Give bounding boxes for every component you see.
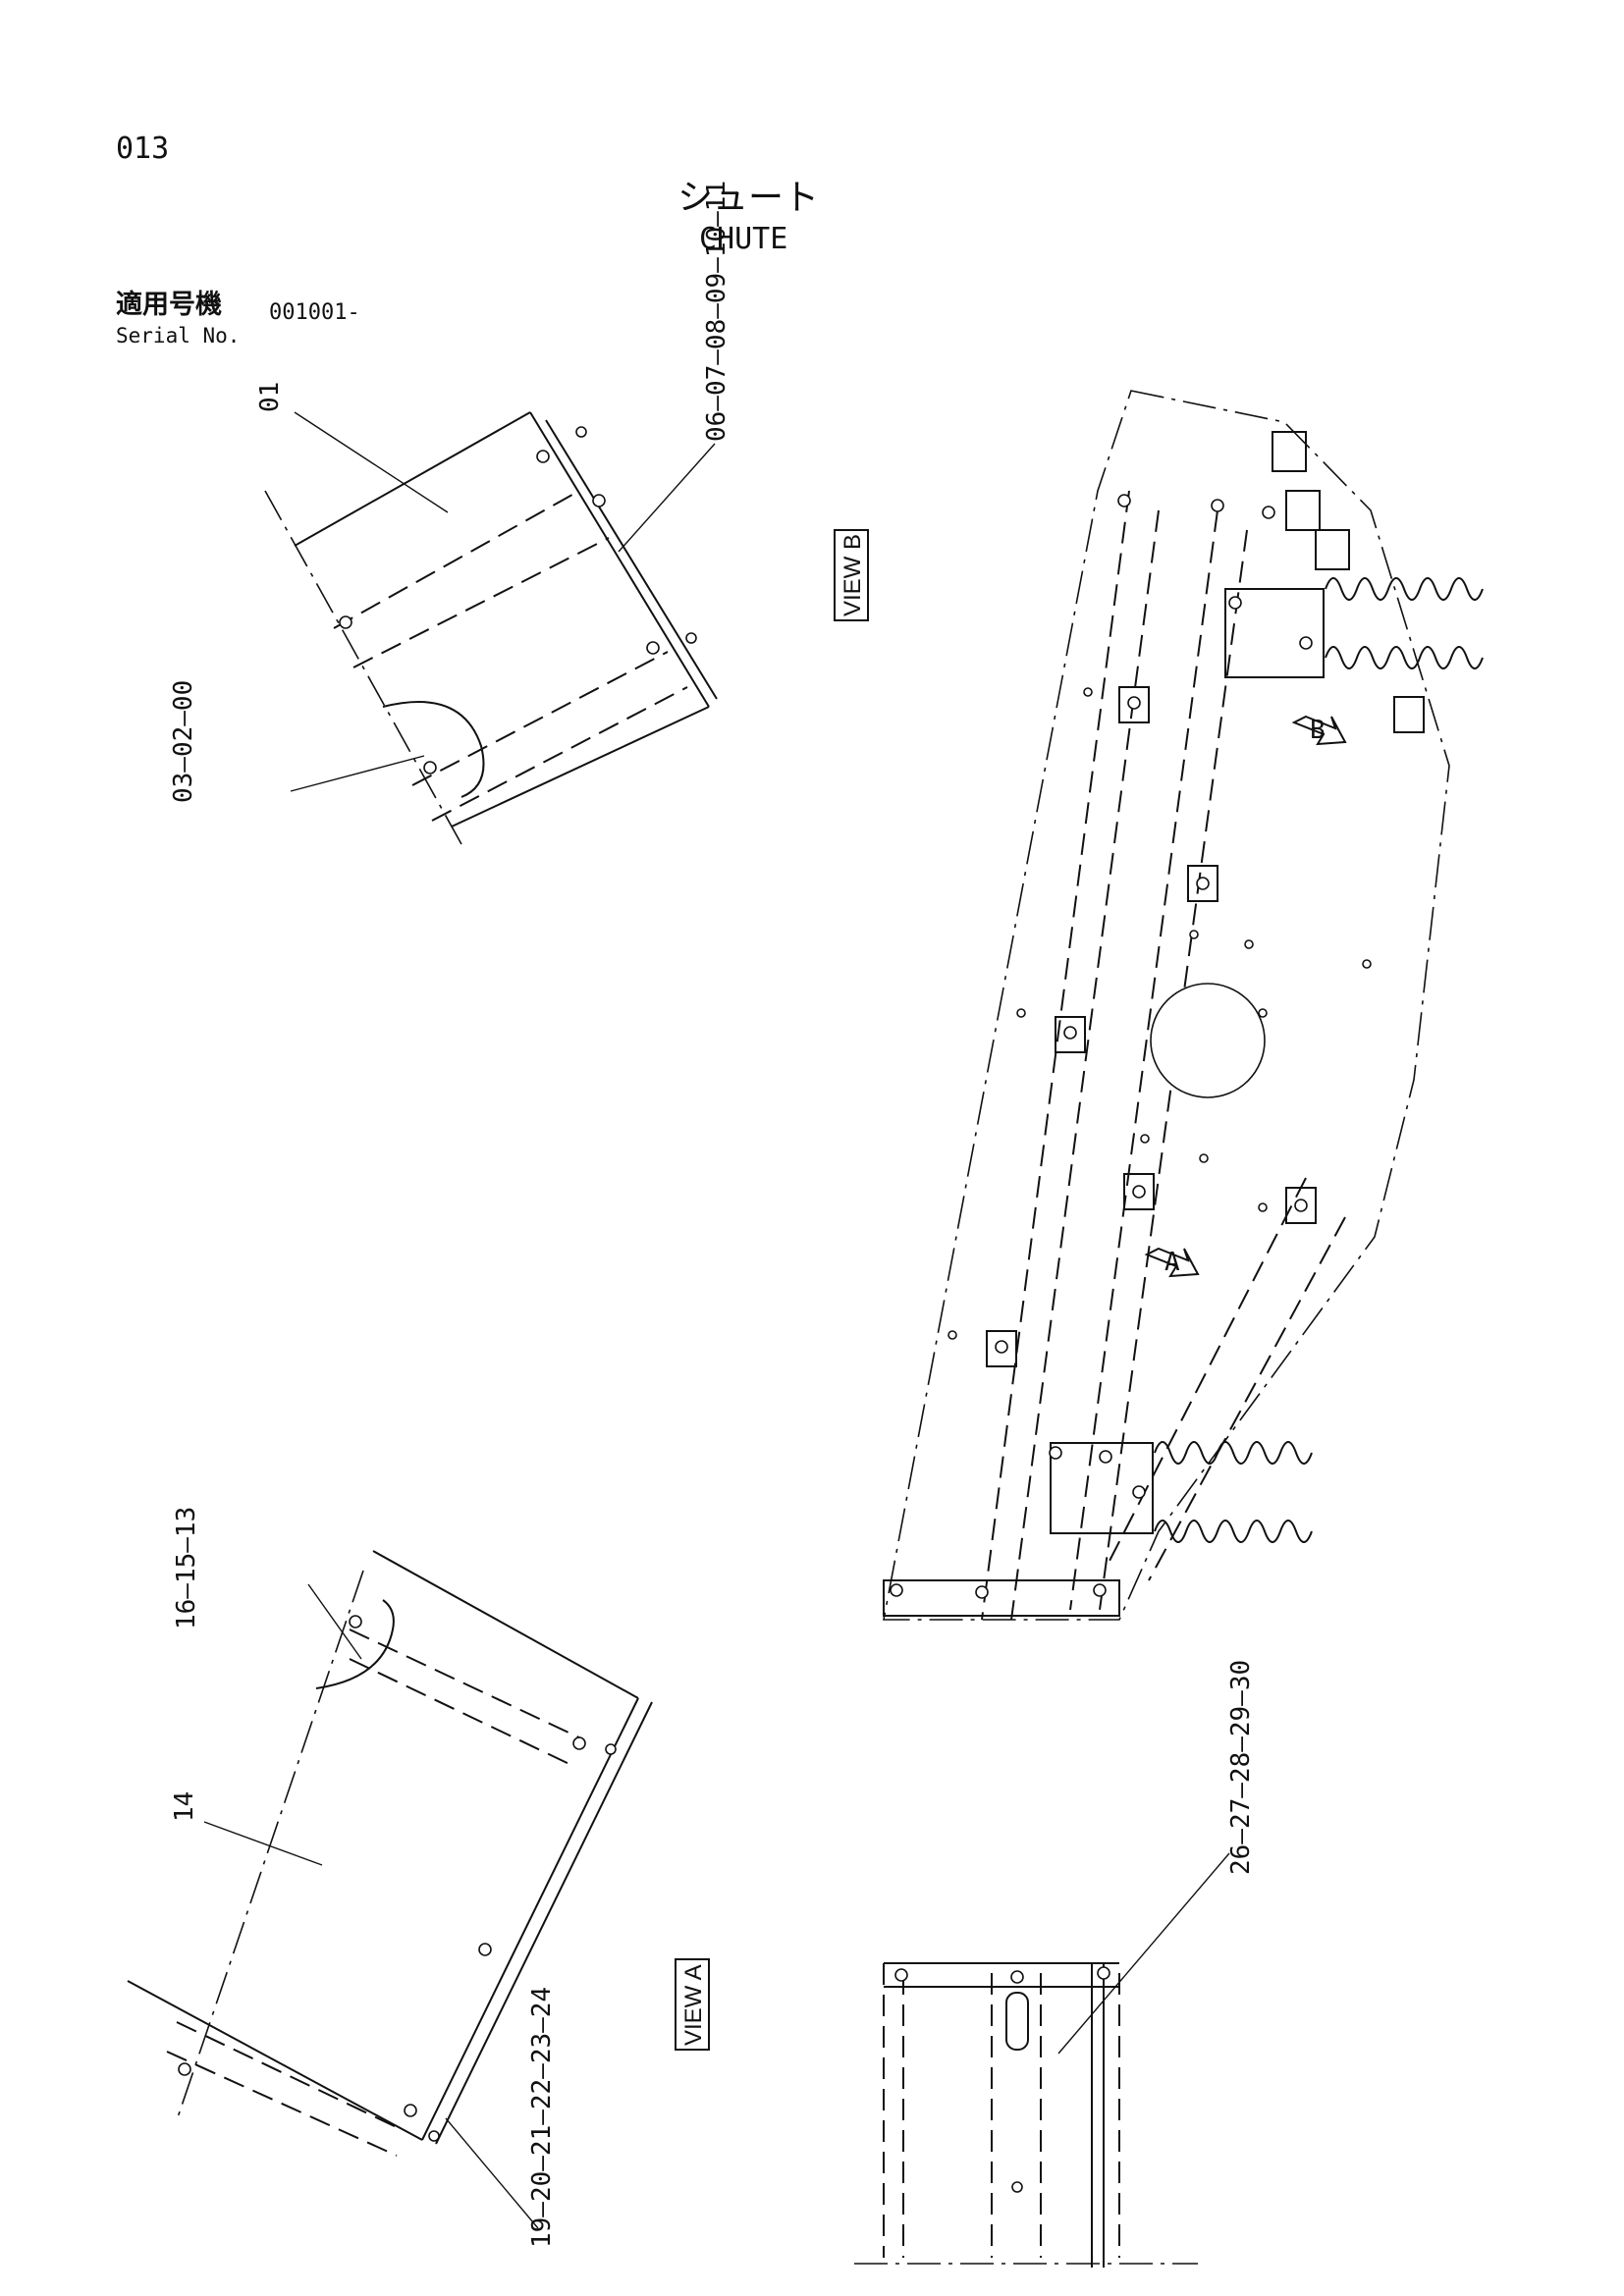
page-number: 013 <box>116 132 170 166</box>
callout-06-11: 06—07—08—09—10—11 <box>702 181 731 442</box>
view-b-label: VIEW B <box>834 529 869 621</box>
flow-arrow-b: B <box>1291 715 1347 746</box>
serial-number-value: 001001- <box>269 300 360 325</box>
page-title-japanese: シュート <box>677 178 820 218</box>
callout-19-24: 19—20—21—22—23—24 <box>527 1987 557 2248</box>
callout-26-30: 26—27—28—29—30 <box>1226 1660 1256 1875</box>
chute-main-body <box>883 390 1484 1621</box>
callout-13-16: 16—15—13 <box>172 1507 201 1629</box>
view-a-label: VIEW A <box>675 1958 710 2051</box>
view-a-detail <box>127 1550 653 2229</box>
serial-label: Serial No. <box>116 324 241 347</box>
callout-14: 14 <box>170 1791 199 1822</box>
callout-00-03: 03—02—00 <box>169 680 198 803</box>
svg-text:VIEW A: VIEW A <box>680 1964 707 2046</box>
section-view-lower-right <box>854 1852 1230 2268</box>
page-title: CHUTE <box>699 222 788 256</box>
svg-text:VIEW B: VIEW B <box>839 534 866 616</box>
view-b-detail <box>264 411 718 845</box>
svg-text:A: A <box>1164 1248 1180 1277</box>
callout-01: 01 <box>255 382 285 412</box>
flow-arrow-a: A <box>1144 1247 1200 1278</box>
svg-text:B: B <box>1310 716 1326 745</box>
serial-label-japanese: 適用号機 <box>116 290 222 320</box>
